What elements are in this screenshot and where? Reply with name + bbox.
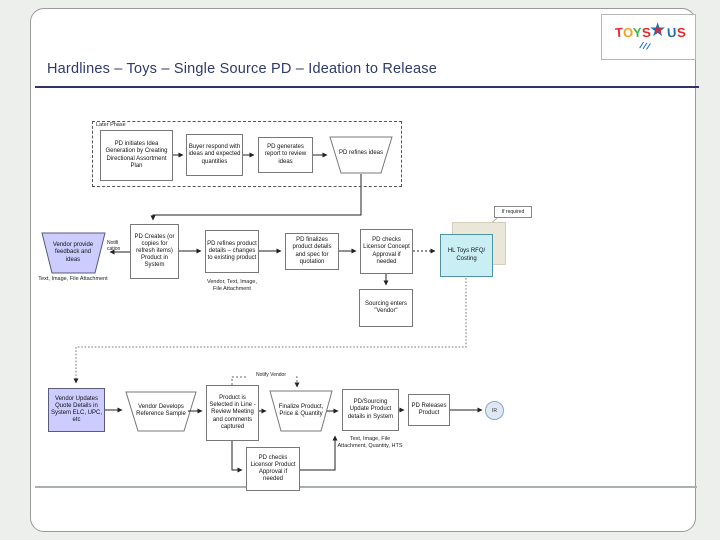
step-vendor-feedback: Vendor provide feedback and ideas bbox=[52, 242, 94, 263]
logo-trail-icon: /// bbox=[639, 40, 652, 52]
toysrus-logo: T O Y S ★ R U S /// bbox=[601, 14, 696, 60]
step-pd-initiates-idea: PD initiates Idea Generation by Creating… bbox=[100, 130, 173, 181]
step-sourcing-enters-vendor: Sourcing enters "Vendor" bbox=[359, 289, 413, 327]
logo-star-icon: ★ R bbox=[649, 20, 667, 41]
step-vendor-develops-sample: Vendor Develops Reference Sample bbox=[136, 403, 186, 417]
step-pd-generates-report: PD generates report to review ideas bbox=[258, 137, 313, 173]
footer-divider bbox=[35, 486, 697, 488]
step-buyer-respond: Buyer respond with ideas and expected qu… bbox=[186, 134, 243, 176]
step-product-selected: Product is Selected in Line - Review Mee… bbox=[206, 385, 259, 441]
caption-pd-sourcing: Text, Image, File Attachment, Quantity, … bbox=[337, 436, 403, 449]
logo-letter-y: Y bbox=[632, 24, 643, 40]
label-notify-vendor: Notify Vendor bbox=[246, 372, 296, 379]
title-underline bbox=[35, 86, 699, 88]
page-title: Hardlines – Toys – Single Source PD – Id… bbox=[47, 61, 437, 77]
step-hl-toys-rfq-costing: HL Toys RFQ/ Costing bbox=[440, 234, 493, 277]
logo-letter-r: R bbox=[655, 26, 662, 36]
step-license-product-approval: PD checks Licensor Product Approval if n… bbox=[246, 447, 300, 491]
step-pd-creates-product: PD Creates (or copies for refresh items)… bbox=[130, 224, 179, 279]
logo-letter-s2: S bbox=[676, 24, 686, 40]
logo-letter-u: U bbox=[666, 24, 678, 40]
step-finalize-product: Finalize Product, Price & Quantity bbox=[278, 403, 324, 417]
step-pd-finalizes-details: PD finalizes product details and spec fo… bbox=[285, 233, 339, 270]
step-pd-sourcing-update: PD/Sourcing Update Product details in Sy… bbox=[342, 389, 399, 431]
star-glyph: ★ bbox=[649, 20, 667, 41]
later-phase-label: Later Phase bbox=[96, 122, 126, 128]
step-license-concept-approval: PD checks Licensor Concept Approval if n… bbox=[360, 229, 413, 274]
flow-connector-circle: IR bbox=[485, 401, 504, 420]
step-pd-refines-ideas: PD refines ideas bbox=[338, 150, 384, 157]
step-pd-refines-details: PD refines product details – changes to … bbox=[205, 230, 259, 273]
step-pd-releases-product: PD Releases Product bbox=[408, 394, 450, 426]
label-notification: Notifi cation bbox=[107, 240, 121, 252]
caption-vendor-feedback: Text, Image, File Attachment bbox=[38, 276, 108, 282]
caption-pd-refines: Vendor, Text, Image, File Attachment bbox=[206, 279, 258, 292]
step-vendor-updates-quote: Vendor Updates Quote Details in System E… bbox=[48, 388, 105, 432]
label-if-required: If required bbox=[494, 206, 532, 218]
toysrus-logo-letters: T O Y S ★ R U S bbox=[608, 20, 692, 41]
